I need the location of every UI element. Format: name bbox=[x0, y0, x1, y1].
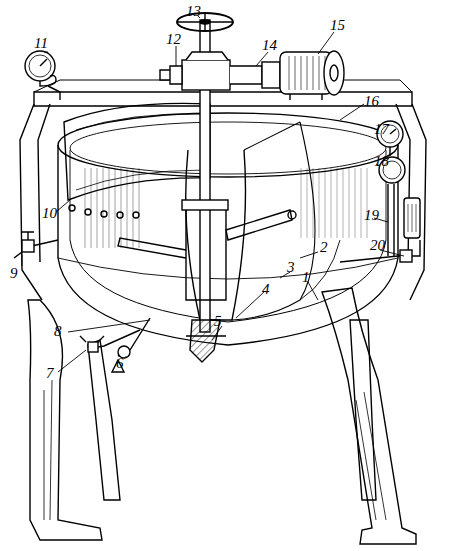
coupling bbox=[230, 66, 262, 84]
callout-number: 11 bbox=[34, 36, 48, 51]
callout-number: 2 bbox=[320, 240, 328, 255]
front-leg bbox=[28, 300, 102, 540]
callout-number: 18 bbox=[374, 154, 389, 169]
front-leg bbox=[322, 288, 416, 544]
callout-number: 10 bbox=[42, 206, 57, 221]
cross-beam bbox=[34, 92, 412, 106]
callout-number: 20 bbox=[370, 238, 385, 253]
steam-pipe bbox=[32, 240, 58, 246]
scraper-blade bbox=[226, 210, 292, 240]
callout-number: 7 bbox=[46, 366, 54, 381]
callout-number: 6 bbox=[116, 356, 124, 371]
gearbox bbox=[182, 60, 230, 90]
callout-number: 13 bbox=[186, 4, 201, 19]
callout-number: 4 bbox=[262, 282, 270, 297]
kettle-rim bbox=[58, 113, 398, 177]
callout-number: 12 bbox=[166, 32, 181, 47]
jacket-shell bbox=[58, 145, 398, 345]
level-tube bbox=[388, 184, 394, 256]
handwheel bbox=[177, 13, 233, 31]
agitator-frame bbox=[186, 210, 226, 300]
callout-number: 15 bbox=[330, 18, 345, 33]
cutaway bbox=[186, 150, 246, 320]
callout-number: 17 bbox=[374, 122, 389, 137]
agitator-hub bbox=[182, 200, 228, 210]
callout-number: 5 bbox=[214, 314, 222, 329]
scraper-blade bbox=[118, 238, 186, 258]
callout-number: 3 bbox=[287, 260, 295, 275]
back-leg bbox=[88, 340, 120, 500]
leader-lines bbox=[22, 16, 404, 372]
callout-number: 1 bbox=[302, 270, 310, 285]
callout-number: 19 bbox=[364, 208, 379, 223]
callout-number: 8 bbox=[54, 324, 62, 339]
callout-number: 16 bbox=[364, 94, 379, 109]
condensate-trap bbox=[404, 198, 420, 238]
callout-number: 9 bbox=[10, 266, 18, 281]
frame-upright bbox=[20, 104, 50, 300]
callout-number: 14 bbox=[262, 38, 277, 53]
